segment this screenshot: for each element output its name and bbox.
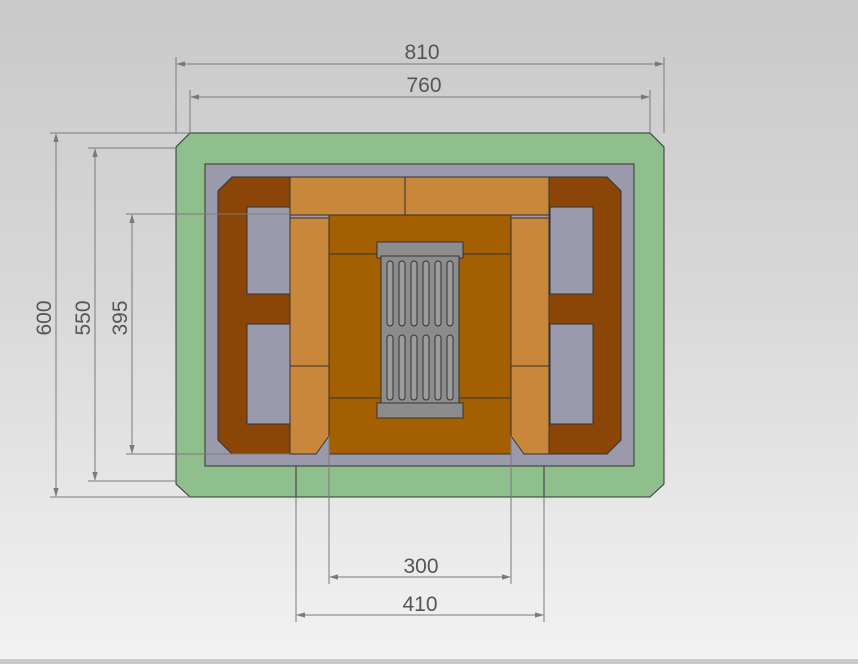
dimension-395-label: 395 xyxy=(109,300,132,335)
right-side-brick-upper xyxy=(510,217,550,367)
left-side-brick-lower xyxy=(289,365,330,455)
top-brick-left xyxy=(289,176,406,216)
dimension-300-label: 300 xyxy=(403,555,438,578)
left-lower-cavity xyxy=(246,323,291,425)
dimension-410: 410 xyxy=(295,497,545,622)
dimension-600: 600 xyxy=(33,132,190,498)
dimension-760-label: 760 xyxy=(406,74,441,97)
right-upper-cavity xyxy=(549,206,594,295)
right-side-brick-lower xyxy=(510,365,550,455)
grate xyxy=(376,241,464,419)
dimension-810-label: 810 xyxy=(404,41,439,64)
dimension-395: 395 xyxy=(109,213,290,455)
dimension-300: 300 xyxy=(328,436,512,584)
left-side-brick-upper xyxy=(289,217,330,367)
dimension-760: 760 xyxy=(189,74,651,133)
left-upper-cavity xyxy=(246,206,291,295)
dimension-600-label: 600 xyxy=(33,300,56,335)
right-lower-cavity xyxy=(549,323,594,425)
dimension-550-label: 550 xyxy=(72,300,95,335)
dimension-410-label: 410 xyxy=(402,593,437,616)
dimension-550: 550 xyxy=(72,147,176,482)
top-brick-right xyxy=(404,176,550,216)
base-plinth xyxy=(295,464,545,498)
grate-slots xyxy=(386,260,454,401)
dimension-810: 810 xyxy=(175,41,665,133)
